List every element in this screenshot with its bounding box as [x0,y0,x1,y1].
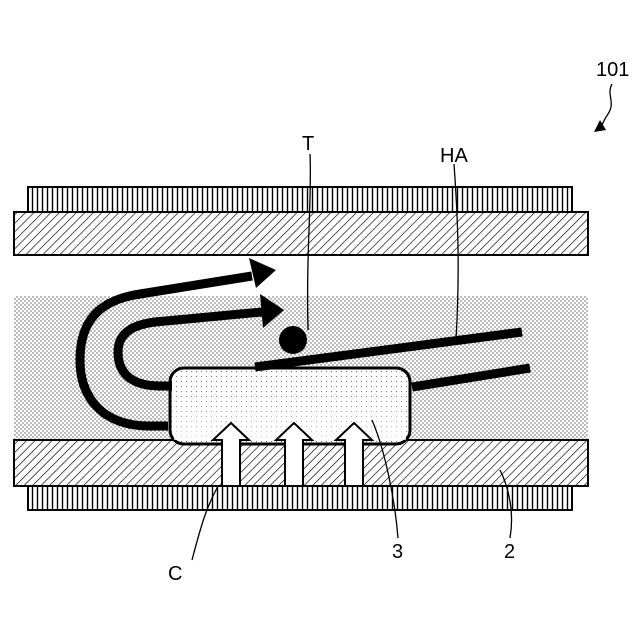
label-t: T [302,133,314,155]
label-2: 2 [504,541,515,563]
t-ball [279,326,307,354]
upward-flow-arrows [213,423,372,486]
label-c: C [168,563,182,585]
label-3: 3 [392,541,403,563]
outer-u-arrow-head [249,258,276,288]
top-fin-layer [28,187,572,212]
label-ha: HA [440,145,468,167]
bottom-fin-layer [28,486,572,510]
top-plate [14,212,588,255]
label-figure-ref: 101 [596,59,629,81]
figure-ref-arrow-head [594,120,606,132]
